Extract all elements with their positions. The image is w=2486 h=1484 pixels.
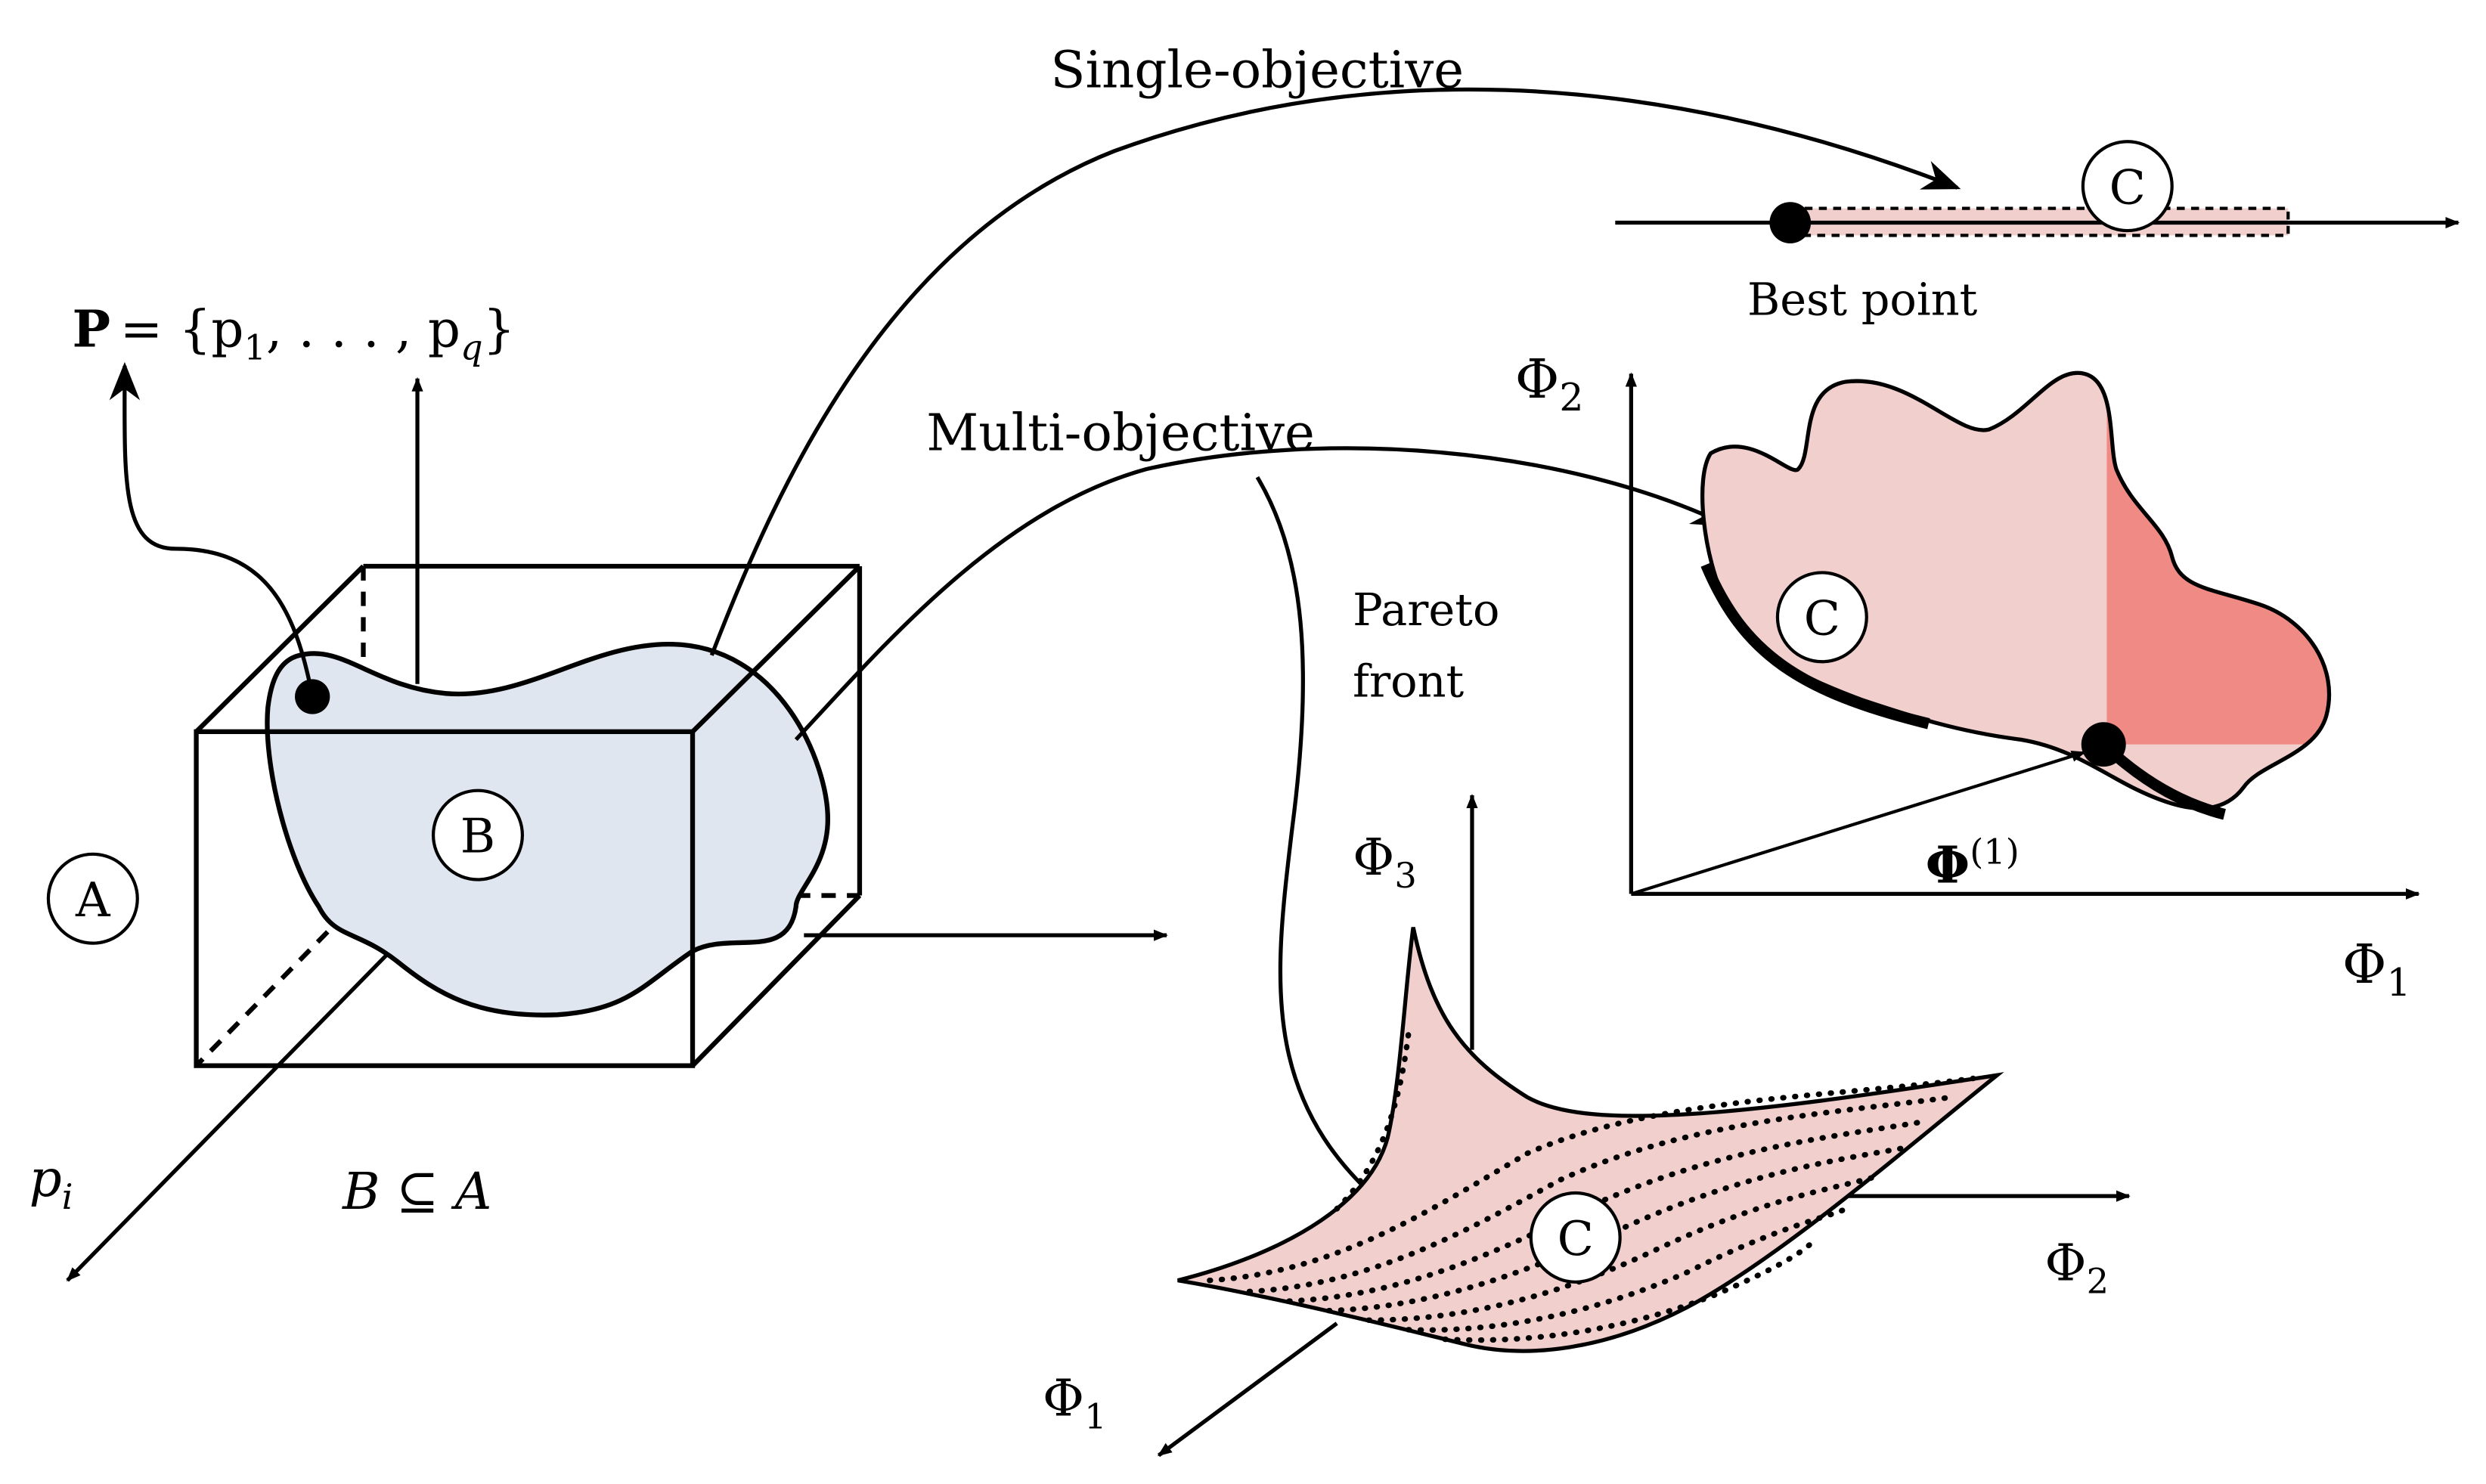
param-set-mid: , . . . , p xyxy=(266,300,460,359)
circle-b: B xyxy=(431,788,525,881)
pareto-front-arrow xyxy=(1255,476,1412,1228)
param-set-lhs: P xyxy=(72,299,110,359)
pareto-surface-dotted-curves xyxy=(1207,1030,1976,1343)
phi2-axis-label: Φ2 xyxy=(1515,348,1584,420)
bi-objective-plot: C Φ2 Φ1 Φ(1) xyxy=(1515,348,2420,1005)
param-set-label: P= {p1, . . . , pq} xyxy=(72,299,515,368)
param-set-close: } xyxy=(483,300,516,359)
dominated-region xyxy=(2106,373,2329,745)
pareto-front-label-line2: front xyxy=(1353,655,1464,708)
parameter-space: A B P= {p1, . . . , pq} pi B ⊆ A xyxy=(29,299,1168,1282)
phi3-axis-label: Φ3 xyxy=(1353,828,1417,896)
circle-a: A xyxy=(46,852,139,945)
tri-phi1-axis-label: Φ1 xyxy=(1043,1369,1107,1437)
single-objective-arrow xyxy=(709,87,1961,656)
parameter-point-arrow xyxy=(109,361,315,698)
pareto-front-label-line1: Pareto xyxy=(1353,584,1499,636)
param-set-rhs: = {p xyxy=(120,300,244,359)
phi-point-label: Φ(1) xyxy=(1926,831,2019,894)
circle-c-single-label: C xyxy=(2109,159,2146,215)
subset-relation-label: B ⊆ A xyxy=(341,1162,491,1221)
param-axis-p: p xyxy=(29,1149,62,1208)
multi-objective-label: Multi-objective xyxy=(926,403,1315,462)
cube-visible-edges xyxy=(194,563,863,1068)
single-objective-plot: Best point C xyxy=(1615,140,2460,326)
param-set-sub1: 1 xyxy=(243,327,265,367)
tri-phi2-axis-label: Φ2 xyxy=(2044,1234,2109,1302)
tri-objective-plot: C Φ3 Φ2 Φ1 xyxy=(1043,794,2131,1458)
pareto-surface xyxy=(1177,927,2004,1353)
circle-c-single: C xyxy=(2081,140,2174,233)
param-axis-label: pi xyxy=(29,1149,73,1217)
circle-b-label: B xyxy=(460,808,495,864)
phi1-axis-label: Φ1 xyxy=(2342,933,2411,1005)
param-axis-sub: i xyxy=(62,1176,73,1217)
circle-a-label: A xyxy=(75,872,111,928)
phi-vector xyxy=(1630,751,2086,896)
circle-c-bi: C xyxy=(1775,571,1868,664)
circle-c-tri: C xyxy=(1529,1191,1622,1284)
phi-point-marker xyxy=(2081,722,2126,767)
multi-objective-arrow xyxy=(794,446,1731,742)
best-point-label: Best point xyxy=(1747,274,1978,326)
region-b-blob xyxy=(265,641,831,1018)
single-objective-label: Single-objective xyxy=(1050,41,1464,100)
circle-c-bi-label: C xyxy=(1804,590,1840,646)
param-set-subq: q xyxy=(460,327,483,367)
best-point-marker xyxy=(1769,202,1812,243)
depth-axis xyxy=(66,950,392,1282)
tri-phi1-axis xyxy=(1157,1321,1338,1458)
pareto-front-upper xyxy=(1700,562,1930,730)
circle-c-tri-label: C xyxy=(1558,1210,1594,1266)
